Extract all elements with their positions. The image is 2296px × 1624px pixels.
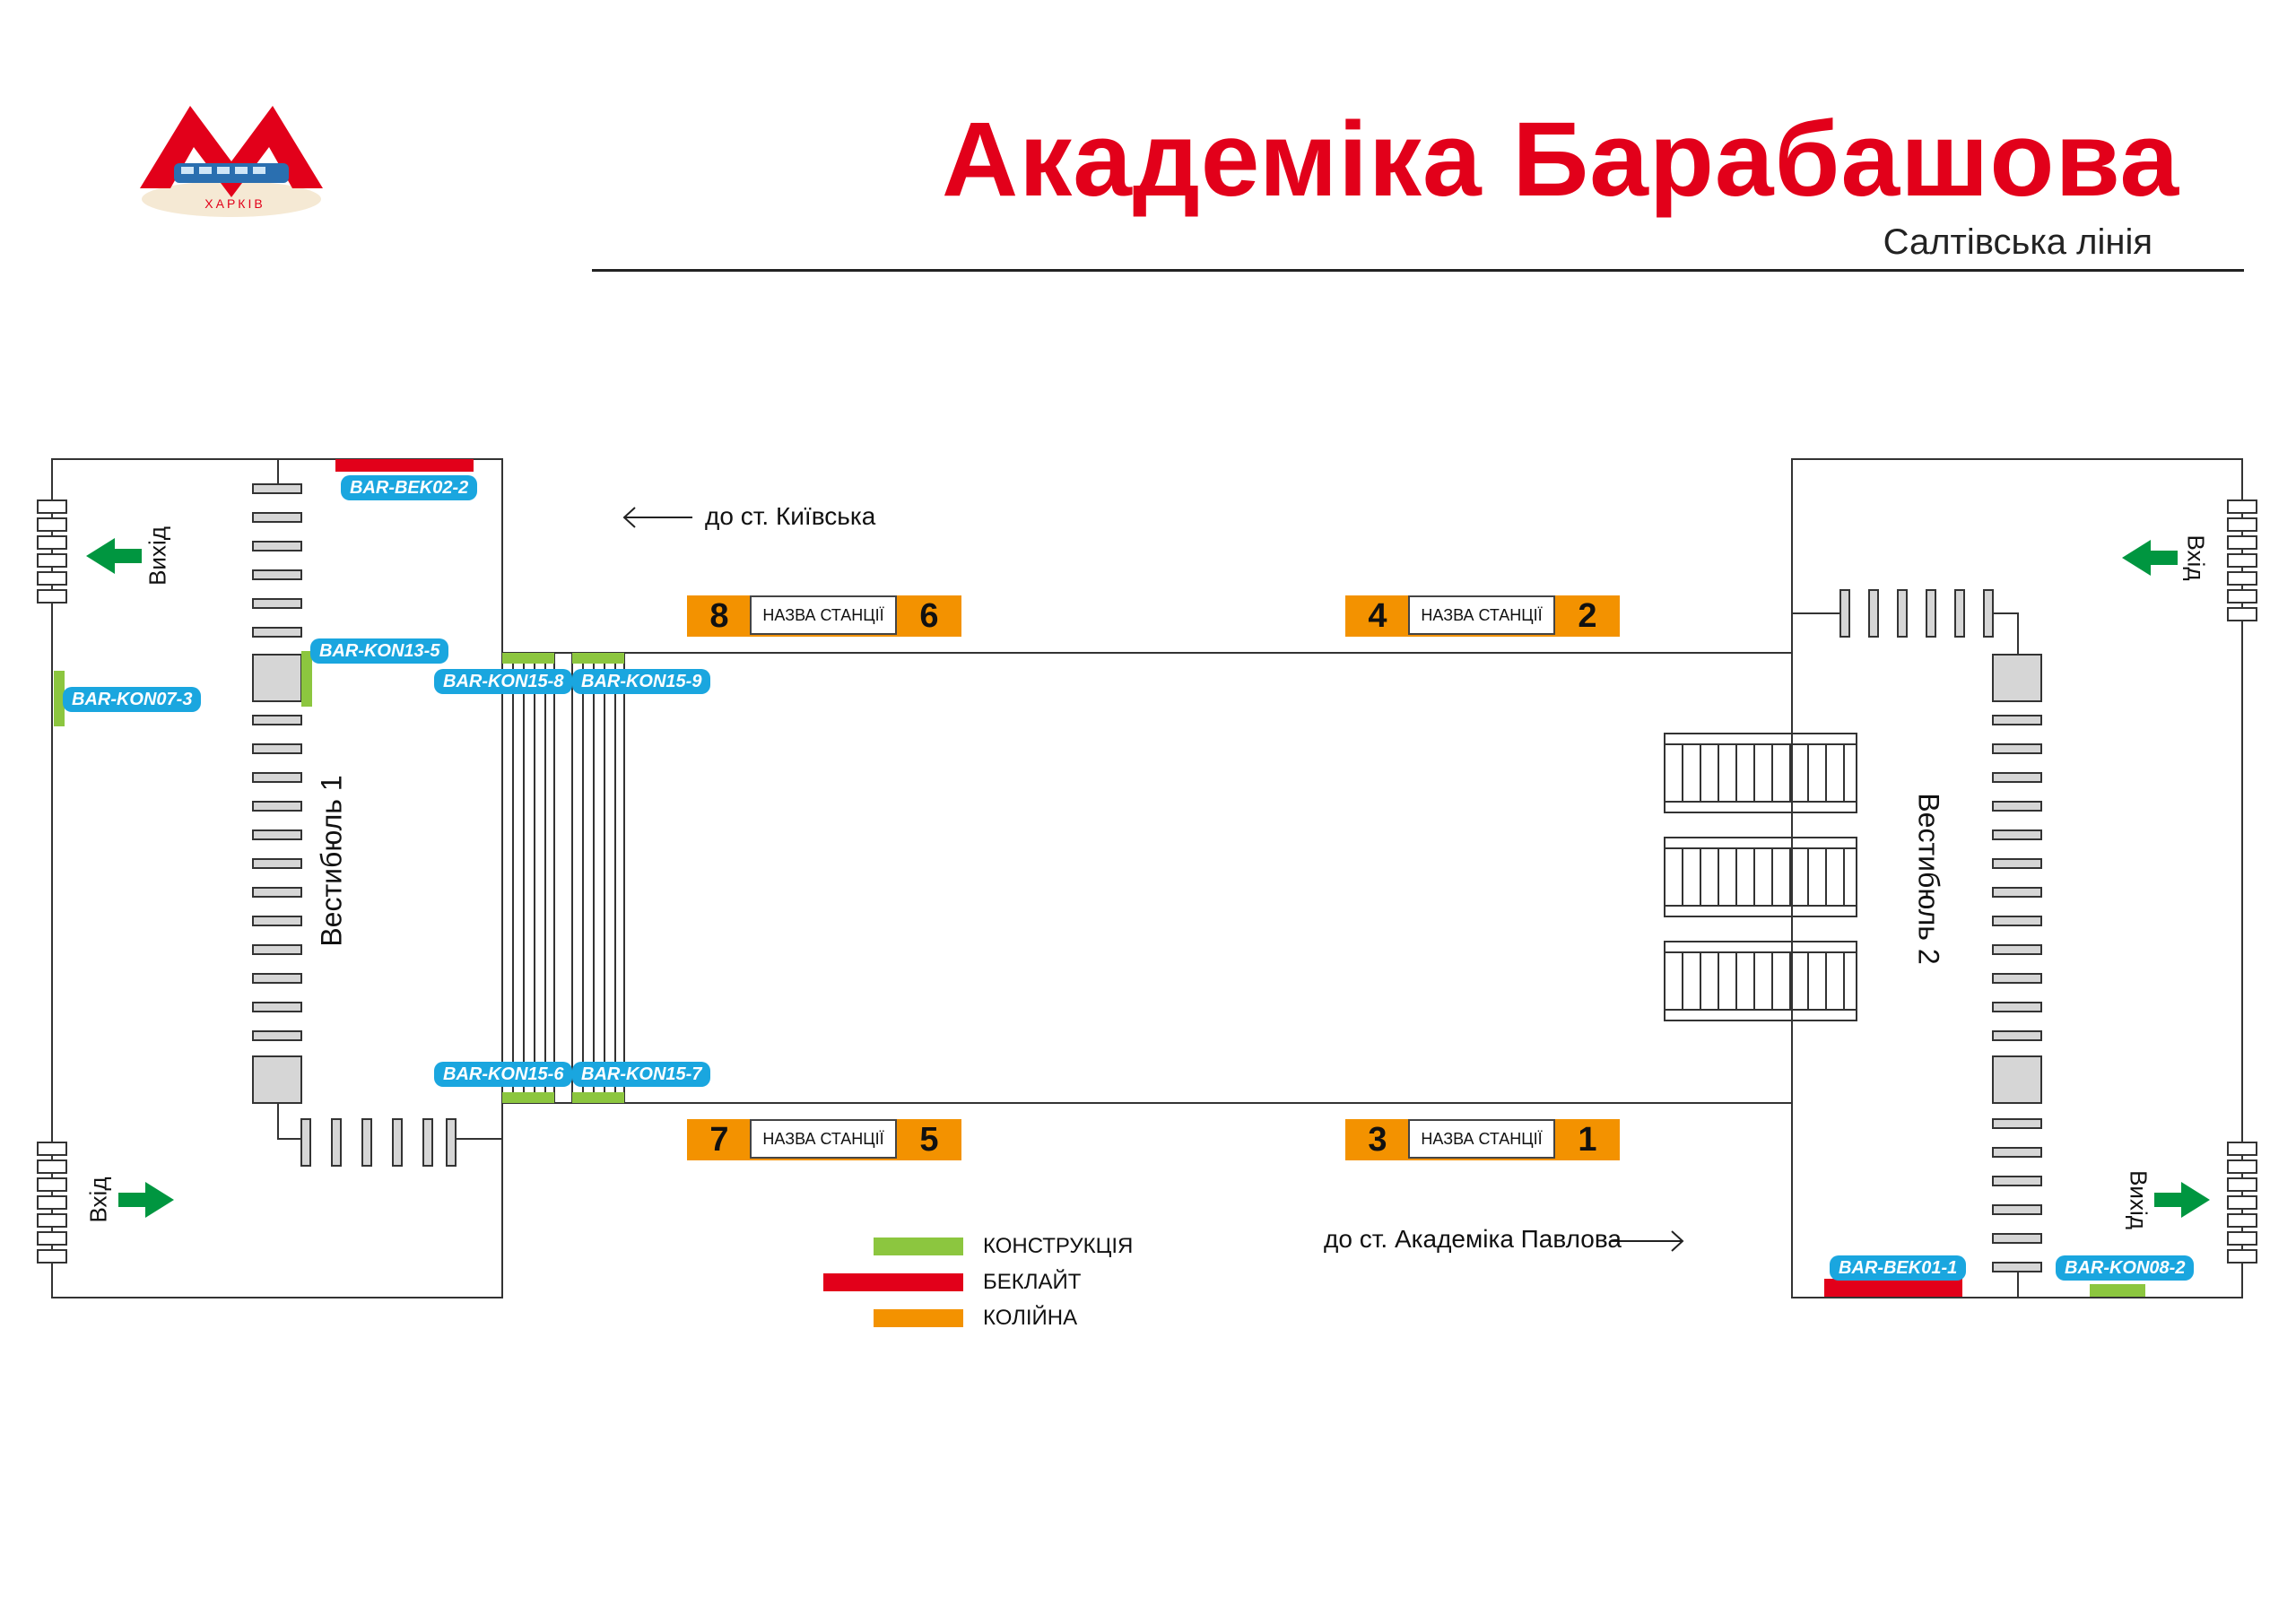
placement-tag[interactable]: BAR-KON15-7 bbox=[572, 1062, 711, 1087]
direction-arrow-left-icon bbox=[622, 507, 692, 528]
exit-arrow-icon bbox=[2122, 540, 2178, 576]
entrance-label: Вхід bbox=[84, 1177, 112, 1223]
left-escalators bbox=[501, 654, 625, 1102]
construction-bar bbox=[502, 653, 554, 664]
construction-bar bbox=[2090, 1284, 2145, 1297]
track-sign-name: НАЗВА СТАНЦІЇ bbox=[750, 595, 897, 635]
kharkiv-metro-logo: ХАРКІВ bbox=[135, 99, 332, 229]
placement-tag[interactable]: BAR-KON07-3 bbox=[63, 687, 202, 712]
track-sign-number: 5 bbox=[897, 1119, 961, 1160]
construction-bar bbox=[54, 671, 65, 726]
escalator-steps bbox=[1682, 744, 1845, 1010]
left-turnstiles bbox=[252, 483, 457, 1167]
track-sign-number: 4 bbox=[1345, 595, 1410, 637]
entrance-arrow-icon bbox=[2154, 1182, 2210, 1218]
legend-swatch-construction bbox=[874, 1238, 963, 1255]
placement-tag[interactable]: BAR-KON15-8 bbox=[434, 669, 573, 694]
exit-arrow-icon bbox=[86, 538, 142, 574]
track-sign-number: 3 bbox=[1345, 1119, 1410, 1160]
vestibule-1-label: Вестибюль 1 bbox=[315, 775, 348, 947]
backlight-bar bbox=[335, 459, 474, 472]
construction-bar bbox=[502, 1092, 554, 1103]
exit-label: Вихід bbox=[144, 526, 171, 586]
vestibule-2-outline bbox=[1791, 458, 2243, 1298]
construction-bar bbox=[572, 653, 624, 664]
left-doors-top bbox=[37, 499, 67, 604]
entrance-label: Вхід bbox=[2182, 534, 2210, 581]
station-title: Академіка Барабашова bbox=[942, 100, 2180, 219]
track-sign-number: 7 bbox=[687, 1119, 752, 1160]
track-sign-number: 1 bbox=[1555, 1119, 1620, 1160]
legend-label-backlight: БЕКЛАЙТ bbox=[983, 1270, 1082, 1294]
logo-text: ХАРКІВ bbox=[204, 196, 265, 211]
placement-tag[interactable]: BAR-KON08-2 bbox=[2056, 1255, 2195, 1281]
right-turnstiles bbox=[1839, 589, 2042, 1272]
line-name: Салтівська лінія bbox=[1883, 222, 2152, 262]
legend-label-track: КОЛІЙНА bbox=[983, 1306, 1078, 1330]
track-sign-number: 6 bbox=[897, 595, 961, 637]
direction-label-bottom: до ст. Академіка Павлова bbox=[1324, 1225, 1622, 1253]
legend-swatch-track bbox=[874, 1309, 963, 1327]
right-escalators bbox=[1664, 733, 1857, 1021]
legend-label-construction: КОНСТРУКЦІЯ bbox=[983, 1234, 1134, 1258]
direction-label-top: до ст. Київська bbox=[705, 502, 876, 530]
vestibule-2-label: Вестибюль 2 bbox=[1912, 793, 1945, 965]
placement-tag[interactable]: BAR-KON15-6 bbox=[434, 1062, 573, 1087]
direction-arrow-right-icon bbox=[1611, 1230, 1684, 1252]
backlight-bar bbox=[1824, 1279, 1962, 1297]
construction-bar bbox=[572, 1092, 624, 1103]
placement-tag[interactable]: BAR-KON13-5 bbox=[310, 638, 449, 664]
track-sign-number: 2 bbox=[1555, 595, 1620, 637]
header-divider bbox=[592, 269, 2244, 272]
right-doors-top bbox=[2227, 499, 2257, 621]
track-sign-number: 8 bbox=[687, 595, 752, 637]
exit-label: Вихід bbox=[2125, 1170, 2152, 1229]
legend-swatch-backlight bbox=[823, 1273, 963, 1291]
left-doors-bottom bbox=[37, 1142, 67, 1264]
vestibule-1-outline bbox=[51, 458, 503, 1298]
track-sign-name: НАЗВА СТАНЦІЇ bbox=[1408, 1119, 1555, 1159]
placement-tag[interactable]: BAR-KON15-9 bbox=[572, 669, 711, 694]
construction-bar bbox=[301, 651, 312, 707]
track-sign-name: НАЗВА СТАНЦІЇ bbox=[1408, 595, 1555, 635]
placement-tag[interactable]: BAR-BEK02-2 bbox=[341, 475, 478, 500]
placement-tag[interactable]: BAR-BEK01-1 bbox=[1830, 1255, 1967, 1281]
entrance-arrow-icon bbox=[118, 1182, 174, 1218]
right-doors-bottom bbox=[2227, 1142, 2257, 1264]
track-sign-name: НАЗВА СТАНЦІЇ bbox=[750, 1119, 897, 1159]
